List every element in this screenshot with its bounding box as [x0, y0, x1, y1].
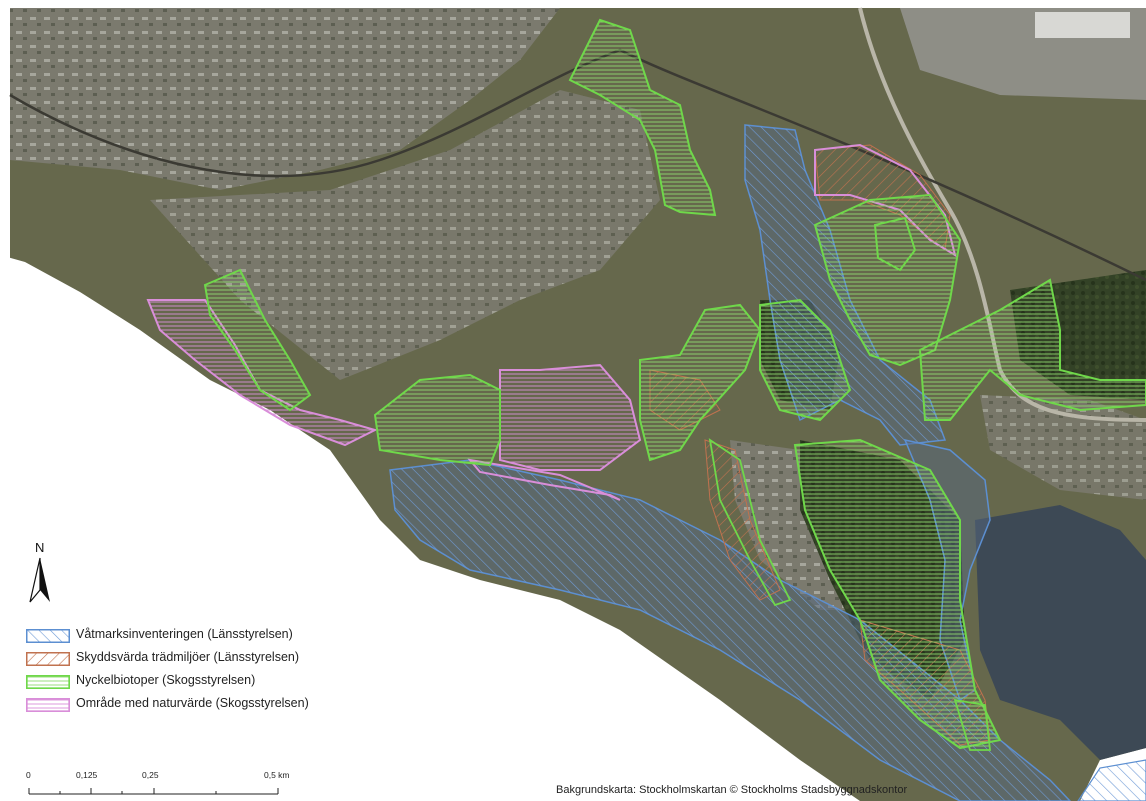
- unmapped-top-strip: [0, 0, 1146, 8]
- scale-label-0: 0: [26, 770, 31, 780]
- legend-label-nature-value: Område med naturvärde (Skogsstyrelsen): [76, 696, 309, 710]
- legend-swatch-tree-environment: [26, 652, 70, 666]
- north-label: N: [35, 540, 45, 555]
- legend-label-tree-environment: Skyddsvärda trädmiljöer (Länsstyrelsen): [76, 650, 300, 664]
- unmapped-left-strip: [0, 0, 10, 801]
- scale-bar-graphic: [28, 788, 279, 795]
- key-biotope-middle: [759, 298, 852, 422]
- key-biotope-central-west: [373, 373, 501, 467]
- key-biotope-north: [568, 18, 717, 217]
- map-legend: Våtmarksinventeringen (Länsstyrelsen) Sk…: [26, 626, 386, 718]
- unmapped-area: [0, 255, 860, 801]
- wetland-corner: [1077, 759, 1146, 801]
- map-credit: Bakgrundskarta: Stockholmskartan © Stock…: [556, 784, 908, 796]
- key-biotope-east: [918, 278, 1146, 421]
- legend-item-nature-value: Område med naturvärde (Skogsstyrelsen): [26, 695, 386, 717]
- key-biotope-south-strip: [708, 438, 792, 607]
- key-biotope-south-tip: [953, 698, 992, 751]
- legend-item-key-biotope: Nyckelbiotoper (Skogsstyrelsen): [26, 672, 386, 694]
- road-main: [858, 7, 1146, 422]
- legend-item-wetland: Våtmarksinventeringen (Länsstyrelsen): [26, 626, 386, 648]
- key-biotope-central: [639, 303, 762, 462]
- north-arrow-icon: [29, 557, 50, 603]
- scale-bar: 0 0,125 0,25 0,5 km: [26, 770, 326, 798]
- legend-label-key-biotope: Nyckelbiotoper (Skogsstyrelsen): [76, 673, 256, 687]
- railway: [9, 48, 1146, 282]
- legend-swatch-key-biotope: [26, 675, 70, 689]
- urban-northwest: [10, 8, 560, 190]
- legend-item-tree-environment: Skyddsvärda trädmiljöer (Länsstyrelsen): [26, 649, 386, 671]
- wetland-area-south-hatch: [390, 460, 1070, 801]
- scale-label-025: 0,25: [142, 770, 159, 780]
- legend-swatch-nature-value: [26, 698, 70, 712]
- legend-label-wetland: Våtmarksinventeringen (Länsstyrelsen): [76, 627, 293, 641]
- scale-label-0125: 0,125: [76, 770, 98, 780]
- scale-label-05: 0,5 km: [264, 770, 290, 780]
- key-biotope-west: [203, 268, 312, 412]
- legend-swatch-wetland: [26, 629, 70, 643]
- key-biotope-ring: [873, 216, 917, 272]
- urban-central: [150, 90, 660, 380]
- lake: [975, 505, 1146, 760]
- urban-southeast: [980, 395, 1146, 500]
- north-arrow: N: [28, 540, 52, 606]
- nature-value-strip: [467, 458, 621, 501]
- industrial-building: [1035, 12, 1130, 38]
